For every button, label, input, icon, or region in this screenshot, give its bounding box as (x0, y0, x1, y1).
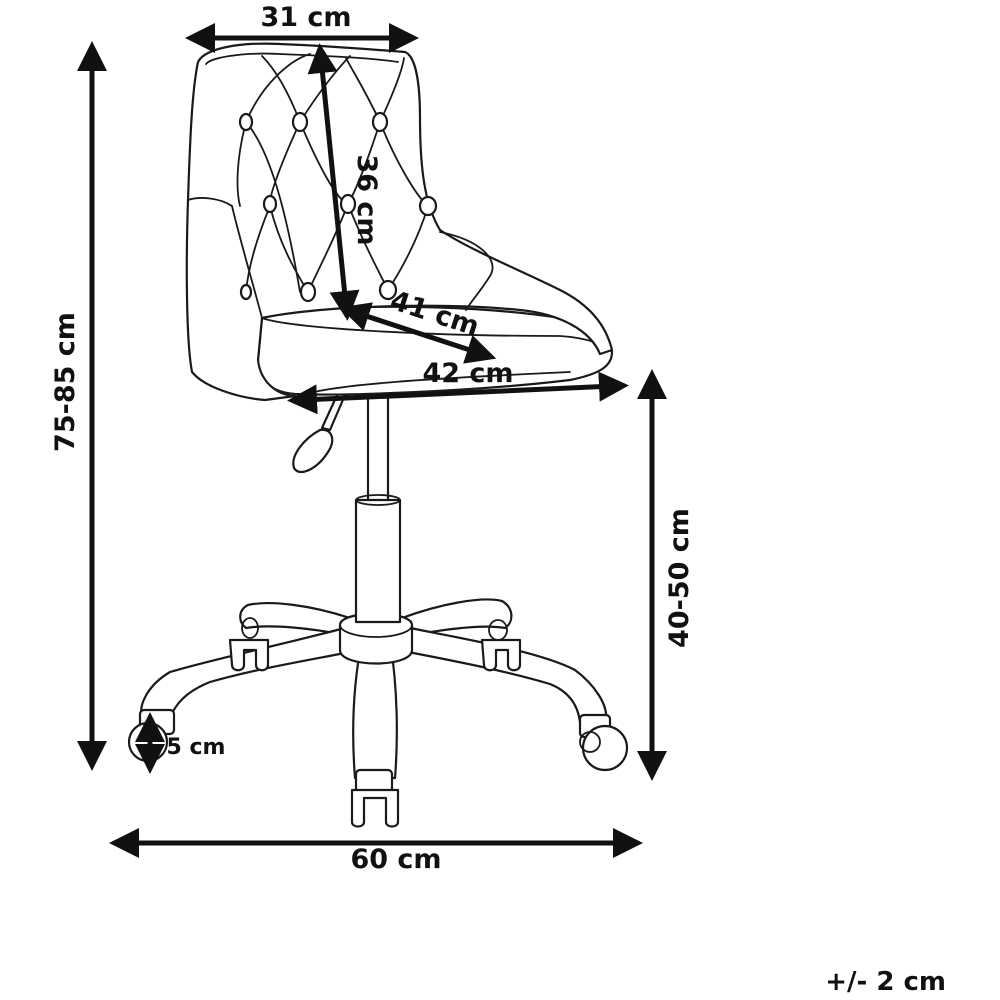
backrest-height-arrow (307, 43, 360, 321)
seat-depth-arrow (339, 302, 497, 364)
tolerance-note: +/- 2 cm (825, 967, 946, 997)
height-lever (292, 391, 347, 474)
total-height-label: 75-85 cm (50, 312, 81, 452)
dimension-labels: 31 cm 36 cm 41 cm 42 cm 75-85 cm 40-50 c… (50, 2, 946, 997)
backrest-height-label: 36 cm (351, 154, 382, 245)
seat-width-arrow (287, 371, 629, 415)
dimension-arrows (77, 23, 667, 858)
seat-height-label: 40-50 cm (664, 508, 695, 648)
backrest-width-label: 31 cm (260, 2, 351, 33)
base-width-label: 60 cm (350, 844, 441, 875)
gas-cylinder (354, 393, 402, 624)
caster-height-label: 5 cm (167, 735, 226, 760)
seat-width-label: 42 cm (422, 358, 513, 389)
